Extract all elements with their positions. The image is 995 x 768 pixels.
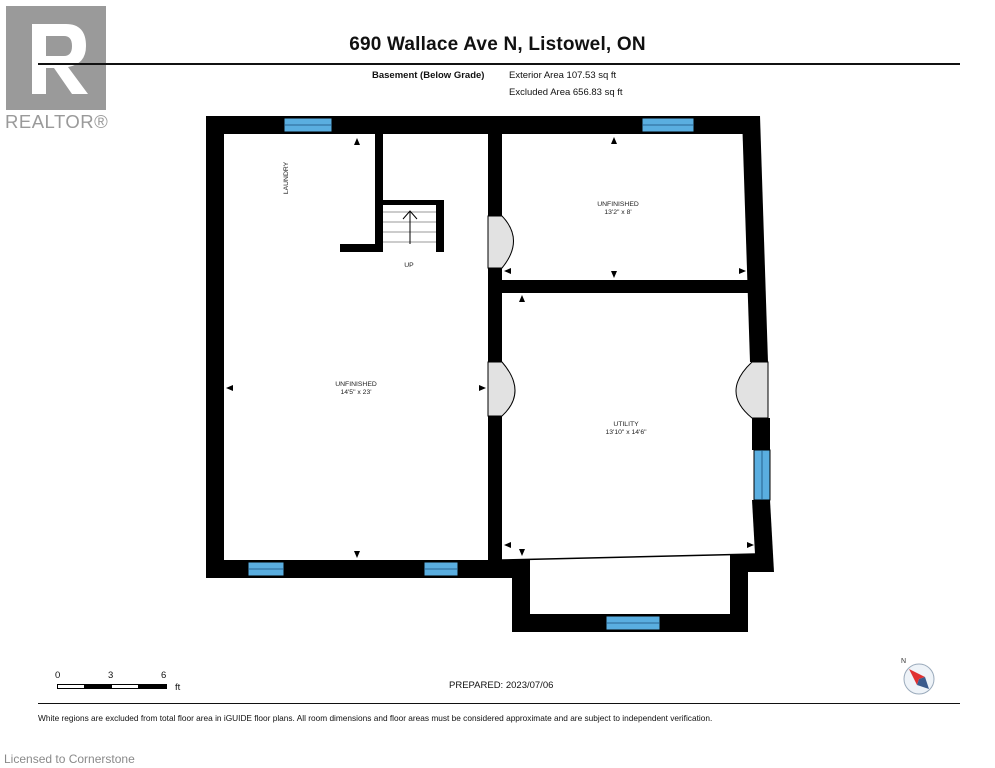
room-dims-unfinished-small: 13'2" x 8' <box>604 209 631 216</box>
room-name-unfinished-large: UNFINISHED <box>335 381 377 388</box>
room-name-utility: UTILITY <box>613 421 639 428</box>
scale-tick-0: 0 <box>55 670 61 681</box>
stair-arrow <box>402 210 418 244</box>
scale-unit: ft <box>175 682 181 693</box>
scale-tick-3: 3 <box>108 670 114 681</box>
room-label-laundry: LAUNDRY <box>283 161 290 194</box>
page-title: 690 Wallace Ave N, Listowel, ON <box>349 34 646 55</box>
disclaimer-text: White regions are excluded from total fl… <box>38 713 713 723</box>
compass-north-label: N <box>901 658 906 665</box>
prepared-date: PREPARED: 2023/07/06 <box>449 680 554 691</box>
room-dims-utility: 13'10" x 14'6" <box>605 429 647 436</box>
room-dims-unfinished-large: 14'5" x 23' <box>340 389 371 396</box>
level-name: Basement (Below Grade) <box>372 70 485 81</box>
scale-bar <box>57 684 167 689</box>
exterior-area: Exterior Area 107.53 sq ft <box>509 70 617 81</box>
scale-tick-6: 6 <box>161 670 167 681</box>
stairs-up-label: UP <box>404 262 414 269</box>
compass-icon: N <box>901 658 935 695</box>
footer-divider <box>38 703 960 704</box>
excluded-area: Excluded Area 656.83 sq ft <box>509 87 623 98</box>
room-name-unfinished-small: UNFINISHED <box>597 201 639 208</box>
header-divider <box>38 63 960 65</box>
dimension-markers <box>226 137 754 558</box>
license-watermark: Licensed to Cornerstone <box>4 752 135 766</box>
doors <box>487 215 769 419</box>
realtor-wordmark: REALTOR® <box>5 111 109 132</box>
realtor-r-logo <box>6 6 106 110</box>
